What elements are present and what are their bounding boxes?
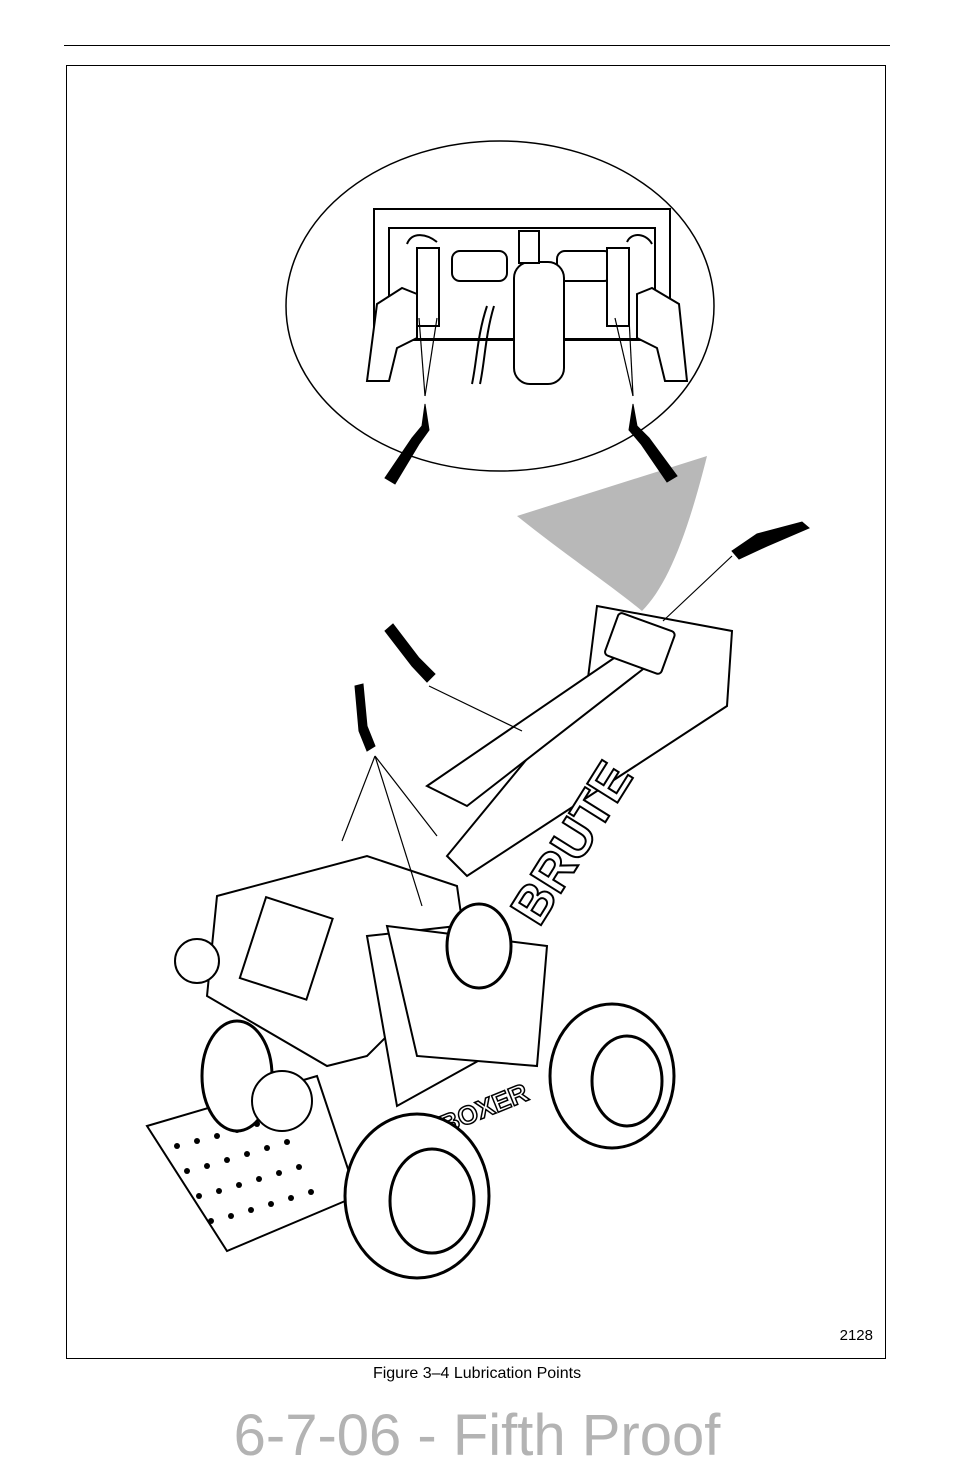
main-grease-arrows: [341, 521, 810, 907]
proof-watermark: 6-7-06 - Fifth Proof: [233, 1403, 721, 1468]
machine-wheels: [200, 902, 676, 1280]
engine-cover: [251, 1070, 313, 1132]
figure-frame: BRUTE BOXER: [66, 65, 886, 1359]
machine-body: [145, 854, 549, 1253]
header-rule: [64, 45, 890, 46]
coupling-plate-detail: [365, 208, 689, 385]
loader-lift-arm: [425, 604, 734, 878]
figure-caption: Figure 3–4 Lubrication Points: [372, 1365, 582, 1382]
detail-callout-cone: [517, 456, 707, 611]
air-cleaner: [174, 938, 220, 984]
inset-grease-arrows: [384, 317, 678, 485]
figure-number: 2128: [839, 1327, 873, 1344]
lubrication-points-illustration: BRUTE BOXER: [145, 140, 810, 1280]
